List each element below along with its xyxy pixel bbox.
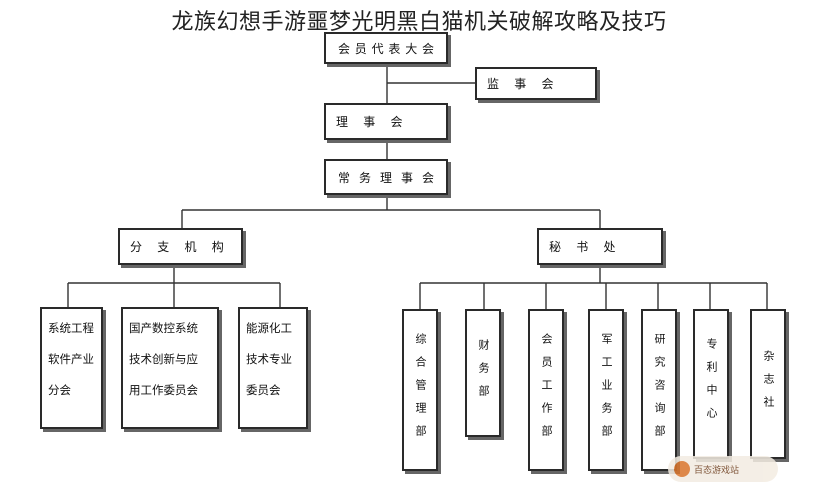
page-title: 龙族幻想手游噩梦光明黑白猫机关破解攻略及技巧 xyxy=(171,10,667,35)
department-label: 军工业务部 xyxy=(600,332,613,448)
standing-council-box: 常务理事会 xyxy=(324,159,448,195)
council-label: 理 事 会 xyxy=(336,115,403,129)
branch-organizations-box: 分 支 机 构 xyxy=(118,228,243,265)
department-box: 财务部 xyxy=(465,309,501,437)
branch-unit-label: 系统工程 软件产业 分会 xyxy=(48,321,94,397)
site-watermark-logo: 百态游戏站 xyxy=(668,456,778,482)
council-box: 理 事 会 xyxy=(324,103,448,140)
department-label: 财务部 xyxy=(477,338,490,408)
department-label: 杂志社 xyxy=(762,349,775,419)
branch-unit-box: 国产数控系统 技术创新与应 用工作委员会 xyxy=(121,307,219,429)
department-label: 会员工作部 xyxy=(540,332,553,448)
department-label: 专利中心 xyxy=(705,338,718,430)
department-label: 综合管理部 xyxy=(414,332,427,448)
members-assembly-box: 会员代表大会 xyxy=(324,32,448,64)
branch-unit-label: 国产数控系统 技术创新与应 用工作委员会 xyxy=(129,321,198,397)
branch-unit-label: 能源化工 技术专业 委员会 xyxy=(246,321,292,397)
department-box: 研究咨询部 xyxy=(641,309,677,471)
department-box: 军工业务部 xyxy=(588,309,624,471)
branch-organizations-label: 分 支 机 构 xyxy=(130,240,224,254)
department-box: 杂志社 xyxy=(750,309,786,459)
secretariat-box: 秘 书 处 xyxy=(537,228,663,265)
secretariat-label: 秘 书 处 xyxy=(549,240,616,254)
supervisory-board-label: 监 事 会 xyxy=(487,77,554,91)
branch-unit-box: 能源化工 技术专业 委员会 xyxy=(238,307,308,429)
standing-council-label: 常务理事会 xyxy=(338,170,434,185)
branch-unit-box: 系统工程 软件产业 分会 xyxy=(40,307,103,429)
supervisory-board-box: 监 事 会 xyxy=(475,67,597,100)
department-box: 综合管理部 xyxy=(402,309,438,471)
department-box: 会员工作部 xyxy=(528,309,564,471)
department-box: 专利中心 xyxy=(693,309,729,459)
members-assembly-label: 会员代表大会 xyxy=(338,41,434,56)
logo-text: 百态游戏站 xyxy=(694,465,740,476)
department-label: 研究咨询部 xyxy=(653,332,666,448)
logo-mark-icon xyxy=(674,461,690,477)
